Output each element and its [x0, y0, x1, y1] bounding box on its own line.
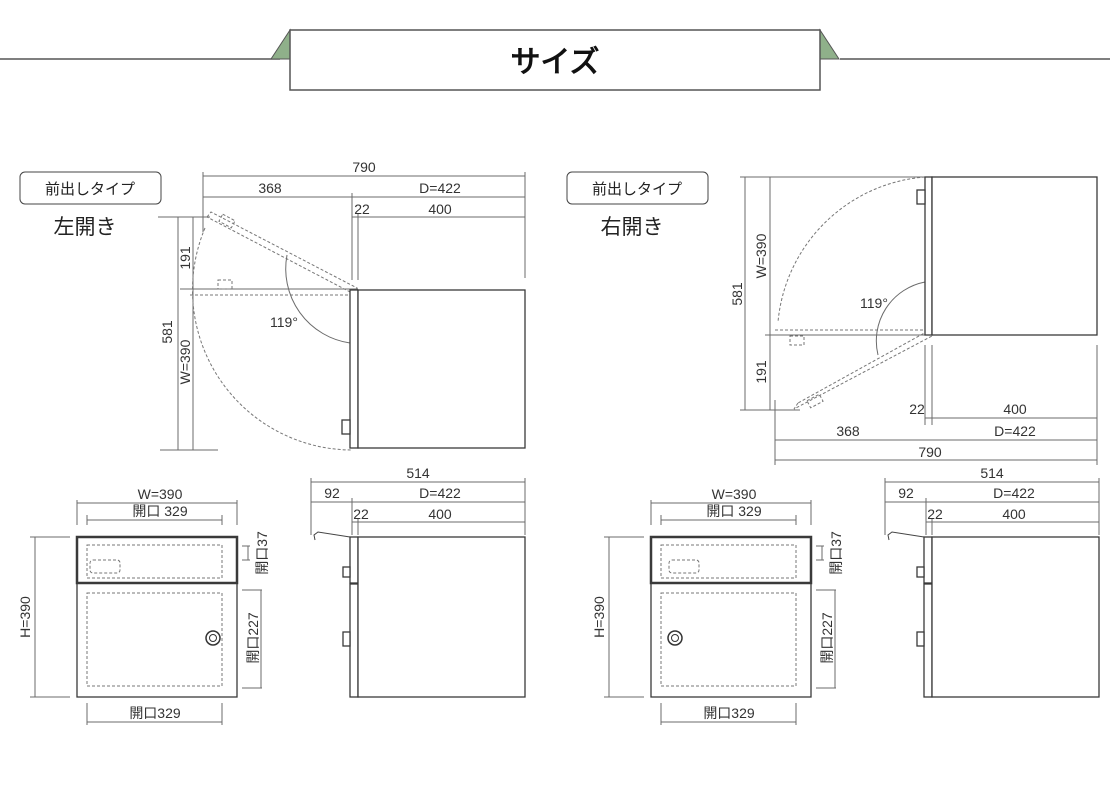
header-box	[289, 29, 821, 91]
type-label-box	[566, 171, 709, 205]
door-opening	[86, 592, 223, 687]
dim-opening-227: 開口227	[245, 612, 261, 664]
dim-opening-37: 開口37	[254, 531, 270, 575]
dim-d422: D=422	[994, 423, 1036, 439]
header-triangle-right	[819, 28, 840, 60]
page-title: サイズ	[510, 45, 599, 80]
dim-22: 22	[909, 401, 925, 417]
elevation-views-left: W=390 開口 329 H=390 開口37 開口227 開口329	[17, 465, 526, 725]
elevation-views-right: W=390 開口 329 H=390 開口37 開口227 開口329	[591, 465, 1100, 725]
slot-lock-icon	[916, 566, 925, 578]
lock-icon	[341, 419, 351, 435]
subtitle: 左開き	[54, 215, 117, 239]
dim-22: 22	[927, 506, 943, 522]
dim-191: 191	[177, 246, 193, 270]
dim-92: 92	[898, 485, 914, 501]
slot-lock-icon	[342, 566, 351, 578]
dim-opening-329-bottom: 開口329	[703, 705, 755, 721]
door	[923, 583, 933, 698]
dim-581: 581	[159, 320, 175, 344]
dim-92: 92	[324, 485, 340, 501]
angle-119: 119°	[860, 295, 888, 311]
dim-opening-37: 開口37	[828, 531, 844, 575]
front-view: W=390 開口 329 H=390 開口37 開口227 開口329	[591, 486, 844, 725]
dim-w390: W=390	[753, 233, 769, 278]
slot-panel	[75, 535, 239, 585]
dim-22: 22	[353, 506, 369, 522]
plan-view-left-hinge: 前出しタイプ 左開き 790 368 D=422 22 400 581 191 …	[19, 159, 526, 451]
dim-opening-329-top: 開口 329	[132, 503, 187, 519]
header-triangle-left	[270, 28, 291, 60]
dim-opening-227: 開口227	[819, 612, 835, 664]
section-header: サイズ	[0, 28, 1110, 91]
side-view: 514 92 D=422 22 400	[310, 465, 526, 698]
dim-514: 514	[980, 465, 1004, 481]
door-opening	[660, 592, 797, 687]
type-label: 前出しタイプ	[45, 180, 135, 198]
type-label-box	[19, 171, 162, 205]
dim-790: 790	[918, 444, 942, 460]
side-view: 514 92 D=422 22 400	[884, 465, 1100, 698]
body	[931, 536, 1100, 698]
dim-400: 400	[428, 506, 452, 522]
dim-d422: D=422	[993, 485, 1035, 501]
door	[924, 176, 933, 336]
dim-368: 368	[836, 423, 860, 439]
dim-514: 514	[406, 465, 430, 481]
subtitle: 右開き	[601, 215, 664, 239]
dim-790: 790	[352, 159, 376, 175]
lock-icon	[916, 189, 926, 205]
dim-d422: D=422	[419, 485, 461, 501]
slot-panel	[649, 535, 813, 585]
body	[931, 176, 1098, 336]
dim-368: 368	[258, 180, 282, 196]
lock-icon	[916, 631, 925, 647]
door	[349, 583, 359, 698]
lock-icon	[667, 630, 683, 646]
angle-119: 119°	[270, 314, 298, 330]
dim-w390: W=390	[177, 339, 193, 384]
body	[357, 536, 526, 698]
front-view: W=390 開口 329 H=390 開口37 開口227 開口329	[17, 486, 270, 725]
type-label: 前出しタイプ	[592, 180, 682, 198]
dim-400: 400	[1003, 401, 1027, 417]
dim-w390: W=390	[712, 486, 757, 502]
dim-d422: D=422	[419, 180, 461, 196]
lock-icon	[342, 631, 351, 647]
dim-400: 400	[1002, 506, 1026, 522]
dim-opening-329-bottom: 開口329	[129, 705, 181, 721]
lock-icon	[205, 630, 221, 646]
body	[357, 289, 526, 449]
dim-191: 191	[753, 360, 769, 384]
dim-h390: H=390	[591, 596, 607, 638]
dim-h390: H=390	[17, 596, 33, 638]
dim-400: 400	[428, 201, 452, 217]
dim-w390: W=390	[138, 486, 183, 502]
plan-view-right-hinge: 前出しタイプ 右開き 581 W=390 191 119° 22 400 368…	[566, 171, 1098, 465]
door	[349, 289, 359, 449]
dim-22: 22	[354, 201, 370, 217]
dim-opening-329-top: 開口 329	[706, 503, 761, 519]
dim-581: 581	[729, 282, 745, 306]
